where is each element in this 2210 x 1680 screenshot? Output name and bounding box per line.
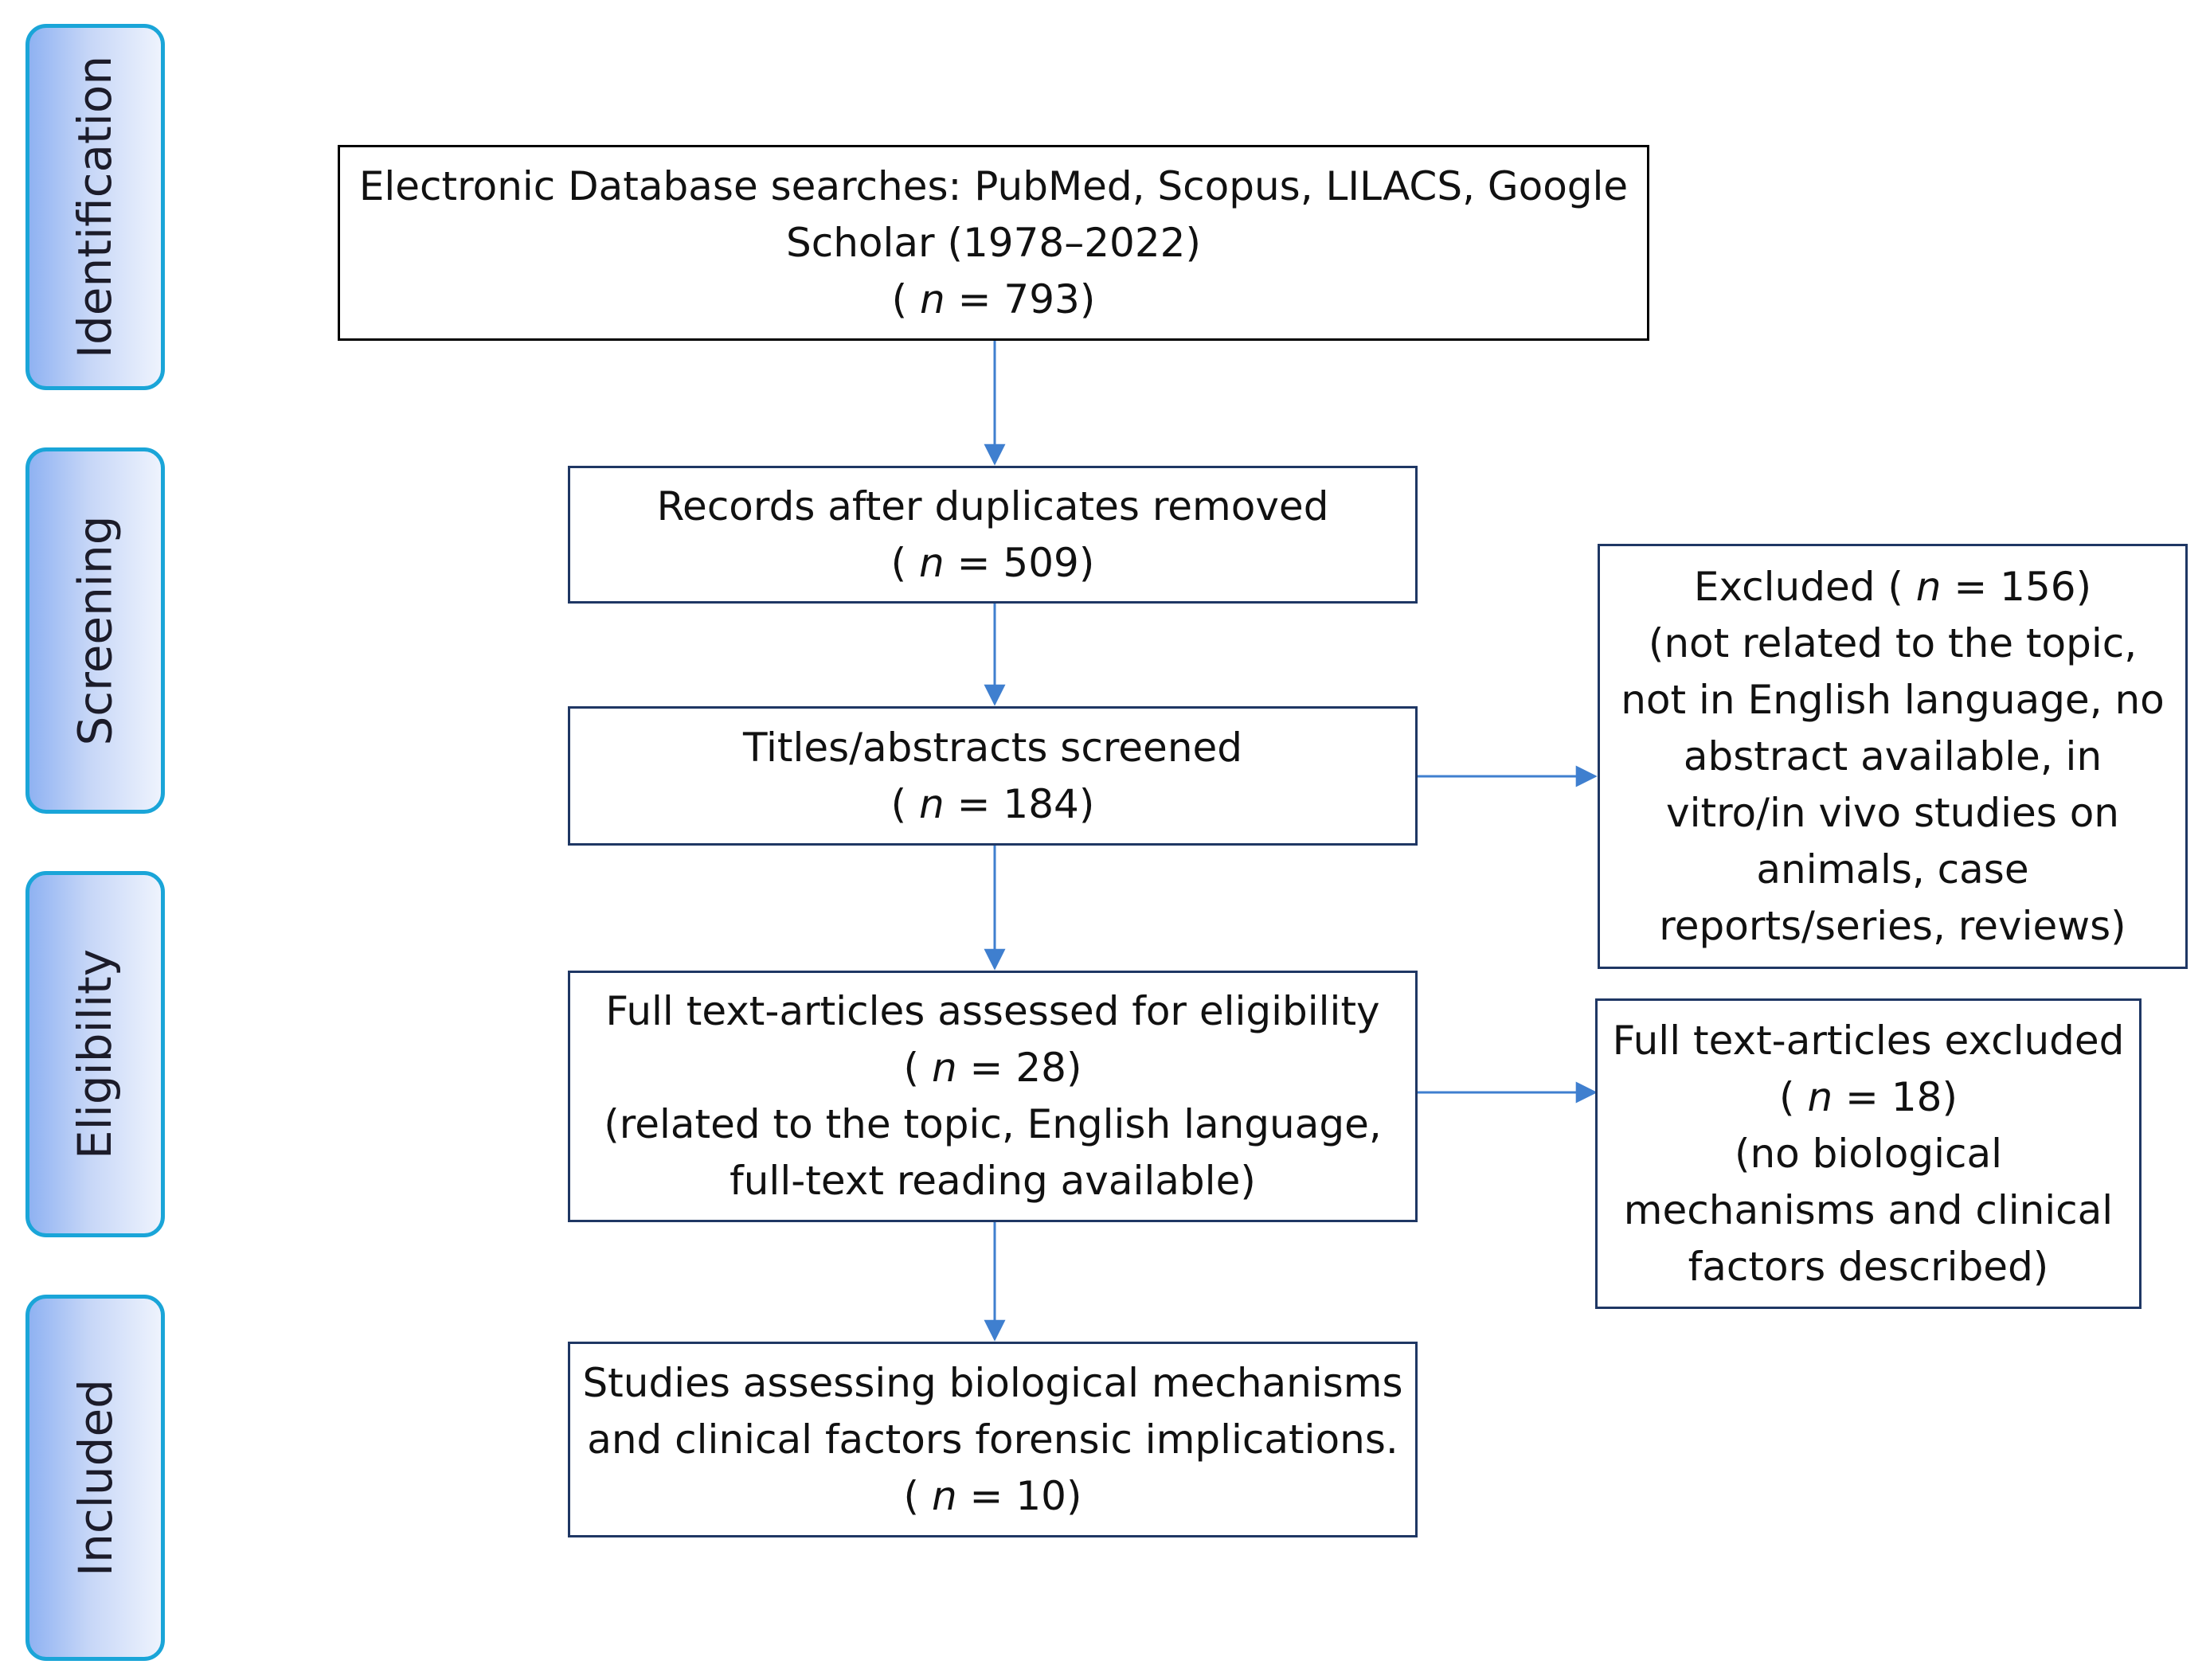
excluded-reason-line: (not related to the topic, [1648,619,2138,666]
excluded-reason-line: not in English language, no [1621,676,2165,723]
included-studies-line: and clinical factors forensic implicatio… [587,1416,1398,1463]
full-text-criteria-line: full-text reading available) [729,1158,1256,1204]
stage-label: Included [68,1379,123,1576]
excluded-reason-line: abstract available, in [1683,733,2102,779]
full-text-excluded-label: Full text-articles excluded [1612,1017,2125,1064]
full-text-excluded-reason-line: factors described) [1688,1243,2049,1290]
full-text-excluded-reason-line: mechanisms and clinical [1623,1186,2114,1233]
excluded-count: Excluded ( n = 156) [1693,563,2092,610]
database-search-line: Scholar (1978–2022) [786,219,1201,266]
full-text-excluded-box: Full text-articles excluded ( n = 18) (n… [1595,998,2142,1309]
stage-identification: Identification [25,24,165,390]
full-text-excluded-reason-line: (no biological [1734,1130,2003,1177]
record-count: ( n = 10) [903,1472,1082,1519]
titles-screened-label: Titles/abstracts screened [742,724,1243,771]
full-text-criteria-line: (related to the topic, English language, [604,1101,1382,1147]
excluded-reason-line: animals, case [1756,846,2029,893]
titles-screened-box: Titles/abstracts screened ( n = 184) [568,706,1418,846]
database-search-line: Electronic Database searches: PubMed, Sc… [358,162,1629,209]
excluded-box: Excluded ( n = 156) (not related to the … [1598,544,2188,969]
included-studies-line: Studies assessing biological mechanisms [582,1359,1403,1406]
duplicates-removed-box: Records after duplicates removed ( n = 5… [568,466,1418,604]
stage-included: Included [25,1295,165,1661]
excluded-reason-line: vitro/in vivo studies on [1666,789,2119,836]
stage-screening: Screening [25,447,165,814]
stage-eligibility: Eligibility [25,871,165,1237]
record-count: ( n = 28) [903,1045,1082,1091]
full-text-assessed-label: Full text-articles assessed for eligibil… [605,988,1380,1034]
stage-label: Screening [68,515,123,746]
included-studies-box: Studies assessing biological mechanisms … [568,1342,1418,1537]
stage-label: Identification [68,55,123,359]
stage-label: Eligibility [68,948,123,1160]
duplicates-removed-label: Records after duplicates removed [656,483,1329,529]
full-text-assessed-box: Full text-articles assessed for eligibil… [568,971,1418,1222]
record-count: ( n = 18) [1779,1073,1958,1120]
database-search-box: Electronic Database searches: PubMed, Sc… [338,145,1649,341]
record-count: ( n = 509) [890,539,1095,586]
record-count: ( n = 793) [891,275,1096,322]
record-count: ( n = 184) [890,780,1095,827]
excluded-reason-line: reports/series, reviews) [1659,902,2126,949]
